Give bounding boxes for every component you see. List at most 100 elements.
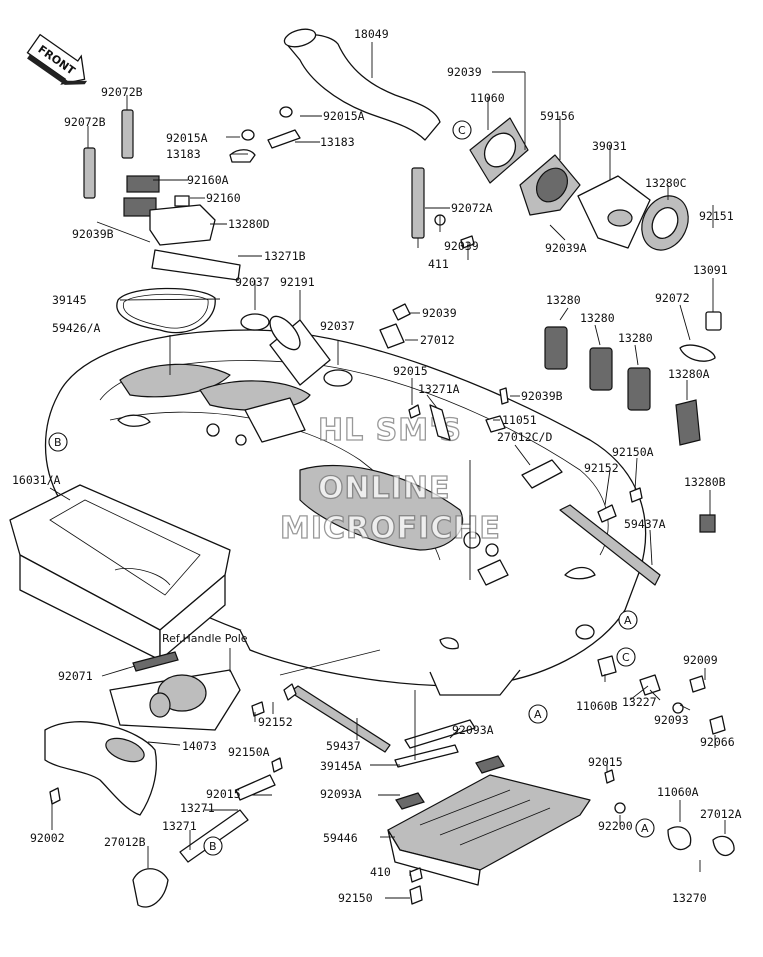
label-11051: 11051 <box>502 413 537 427</box>
label-13280-3: 13280 <box>618 331 653 345</box>
label-92072: 92072 <box>655 291 690 305</box>
part-59156 <box>519 154 581 216</box>
label-92200: 92200 <box>598 819 633 833</box>
handle-pole-parts <box>109 651 391 753</box>
callout-b-2: B <box>203 836 223 856</box>
label-13091: 13091 <box>693 263 728 277</box>
label-13183-2: 13183 <box>320 135 355 149</box>
label-92150a-2: 92150A <box>228 745 270 759</box>
label-13270: 13270 <box>672 891 707 905</box>
leader-lines <box>49 42 726 899</box>
label-92072b-2: 92072B <box>64 115 106 129</box>
label-13280c: 13280C <box>645 176 687 190</box>
label-13271-1: 13271 <box>180 801 215 815</box>
part-14073 <box>44 721 157 816</box>
svg-text:A: A <box>624 614 632 627</box>
label-92150a-1: 92150A <box>612 445 654 459</box>
svg-text:MICROFICHE: MICROFICHE <box>280 511 501 546</box>
label-11060: 11060 <box>470 91 505 105</box>
label-92015-3: 92015 <box>588 755 623 769</box>
callout-a-3: A <box>635 818 655 838</box>
label-39145: 39145 <box>52 293 87 307</box>
label-27012a: 27012A <box>700 807 742 821</box>
label-92039-2: 92039 <box>444 239 479 253</box>
bracket-stack-13280 <box>544 311 722 533</box>
label-92066: 92066 <box>700 735 735 749</box>
label-92150: 92150 <box>338 891 373 905</box>
label-92093: 92093 <box>654 713 689 727</box>
svg-text:A: A <box>534 708 542 721</box>
callout-circles: C B A C A A B <box>48 120 655 856</box>
label-92015a-1: 92015A <box>323 109 365 123</box>
part-59446 <box>387 719 591 886</box>
label-59437: 59437 <box>326 739 361 753</box>
svg-text:A: A <box>641 822 649 835</box>
label-92009: 92009 <box>683 653 718 667</box>
label-92152-1: 92152 <box>584 461 619 475</box>
part-16031a <box>9 484 231 661</box>
label-59426a: 59426/A <box>52 321 101 335</box>
label-59446: 59446 <box>323 831 358 845</box>
bottom-left-parts <box>132 757 283 908</box>
label-16031a: 16031/A <box>12 473 61 487</box>
label-92039-3: 92039 <box>422 306 457 320</box>
part-13280c <box>641 195 689 251</box>
part-labels: 18049 92039 11060 59156 39031 13280C 921… <box>12 27 742 905</box>
label-14073: 14073 <box>182 739 217 753</box>
label-92071: 92071 <box>58 669 93 683</box>
label-92093a-2: 92093A <box>320 787 362 801</box>
label-27012b: 27012B <box>104 835 146 849</box>
label-92037-1: 92037 <box>235 275 270 289</box>
label-92072b-1: 92072B <box>101 85 143 99</box>
label-13280-1: 13280 <box>546 293 581 307</box>
label-39031: 39031 <box>592 139 627 153</box>
svg-text:B: B <box>54 436 62 449</box>
callout-a-2: A <box>528 704 548 724</box>
label-92015a-2: 92015A <box>166 131 208 145</box>
ref-handle-pole-note: Ref.Handle Pole <box>162 632 248 645</box>
label-11060b: 11060B <box>576 699 618 713</box>
label-59156: 59156 <box>540 109 575 123</box>
bracket-cluster <box>83 106 301 281</box>
label-13271a: 13271A <box>418 382 460 396</box>
svg-text:ONLINE: ONLINE <box>318 471 451 506</box>
label-27012: 27012 <box>420 333 455 347</box>
label-13280-2: 13280 <box>580 311 615 325</box>
label-92015-2: 92015 <box>206 787 241 801</box>
label-13280b: 13280B <box>684 475 726 489</box>
label-11060a: 11060A <box>657 785 699 799</box>
label-92160a: 92160A <box>187 173 229 187</box>
label-92191: 92191 <box>280 275 315 289</box>
label-92002: 92002 <box>30 831 65 845</box>
label-59437a: 59437A <box>624 517 666 531</box>
part-59437a <box>559 504 661 586</box>
label-410: 410 <box>370 865 391 879</box>
svg-text:C: C <box>622 651 630 664</box>
hose-92191 <box>240 313 353 387</box>
callout-b-1: B <box>48 432 68 452</box>
label-92015-1: 92015 <box>393 364 428 378</box>
part-18049 <box>283 28 441 141</box>
label-92152-2: 92152 <box>258 715 293 729</box>
label-13271b: 13271B <box>264 249 306 263</box>
label-13280a: 13280A <box>668 367 710 381</box>
label-13280d: 13280D <box>228 217 270 231</box>
part-92072a <box>411 167 425 248</box>
callout-c-2: C <box>616 647 636 667</box>
label-92037-2: 92037 <box>320 319 355 333</box>
label-27012cd: 27012C/D <box>497 430 552 444</box>
label-92151: 92151 <box>699 209 734 223</box>
part-39031 <box>577 175 651 249</box>
small-fasteners <box>379 214 509 441</box>
label-92039: 92039 <box>447 65 482 79</box>
label-92039b: 92039B <box>72 227 114 241</box>
svg-text:B: B <box>209 840 217 853</box>
label-92039b-2: 92039B <box>521 389 563 403</box>
label-13183-1: 13183 <box>166 147 201 161</box>
label-92039a: 92039A <box>545 241 587 255</box>
label-39145a: 39145A <box>320 759 362 773</box>
label-18049: 18049 <box>354 27 389 41</box>
label-13271-2: 13271 <box>162 819 197 833</box>
right-mid-parts <box>521 459 643 523</box>
